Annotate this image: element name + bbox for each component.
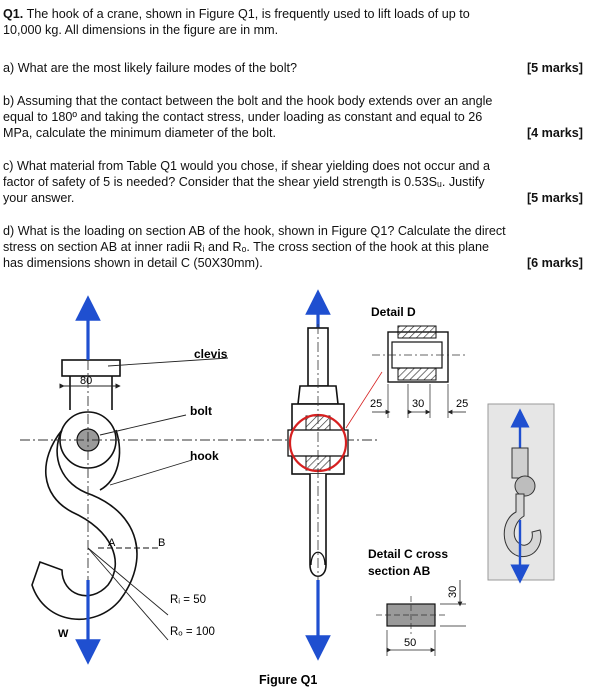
- question-q1-intro: Q1. The hook of a crane, shown in Figure…: [3, 6, 589, 38]
- qa-text: a) What are the most likely failure mode…: [3, 61, 297, 75]
- qb-marks: [4 marks]: [526, 126, 583, 140]
- dim-50: 50: [404, 637, 416, 649]
- label-80: 80: [80, 375, 92, 387]
- qa-marks: [5 marks]: [526, 61, 583, 75]
- label-Ro: Rₒ = 100: [170, 626, 215, 638]
- dim-30-vertical: 30: [447, 586, 459, 598]
- hook-side-view: [20, 295, 380, 665]
- detail-c-drawing: [376, 580, 466, 656]
- question-part-a: a) What are the most likely failure mode…: [3, 60, 589, 76]
- label-clevis: clevis: [194, 347, 228, 361]
- qd-line1: d) What is the loading on section AB of …: [3, 224, 506, 238]
- qb-line3: MPa, calculate the minimum diameter of t…: [3, 126, 276, 140]
- qb-line2: equal to 180º and taking the contact str…: [3, 110, 483, 124]
- detail-d-drawing: [345, 325, 468, 429]
- label-Ri: Rᵢ = 50: [170, 594, 206, 606]
- question-part-d: d) What is the loading on section AB of …: [3, 223, 589, 271]
- q1-line2: 10,000 kg. All dimensions in the figure …: [3, 23, 279, 37]
- qc-line2: factor of safety of 5 is needed? Conside…: [3, 175, 485, 189]
- question-part-b: b) Assuming that the contact between the…: [3, 93, 589, 141]
- q1-line1: The hook of a crane, shown in Figure Q1,…: [26, 7, 470, 21]
- dim-25-left: 25: [370, 398, 382, 410]
- detail-c-title-line2: section AB: [368, 564, 431, 578]
- hook-front-view: [287, 289, 349, 661]
- qd-line3: has dimensions shown in detail C (50X30m…: [3, 256, 263, 270]
- qc-line3: your answer.: [3, 191, 75, 205]
- detail-c-title-line1: Detail C cross: [368, 547, 448, 561]
- label-W: W: [58, 628, 69, 640]
- qd-line2: stress on section AB at inner radii Rᵢ a…: [3, 240, 490, 254]
- qb-line1: b) Assuming that the contact between the…: [3, 94, 493, 108]
- detail-d-title: Detail D: [371, 305, 416, 319]
- dim-25-right: 25: [456, 398, 468, 410]
- dim-30: 30: [412, 398, 424, 410]
- label-hook: hook: [190, 449, 219, 463]
- question-number: Q1.: [3, 7, 24, 21]
- qc-line1: c) What material from Table Q1 would you…: [3, 159, 490, 173]
- qc-marks: [5 marks]: [526, 191, 583, 205]
- hook-photo: [487, 403, 555, 584]
- label-bolt: bolt: [190, 404, 212, 418]
- label-B: B: [158, 537, 165, 549]
- label-A: A: [108, 537, 116, 549]
- question-part-c: c) What material from Table Q1 would you…: [3, 158, 589, 206]
- qd-marks: [6 marks]: [526, 256, 583, 270]
- figure-q1: clevis 80 bolt hook A B W Rᵢ = 50 Rₒ = 1…: [20, 289, 555, 687]
- figure-caption: Figure Q1: [259, 673, 317, 687]
